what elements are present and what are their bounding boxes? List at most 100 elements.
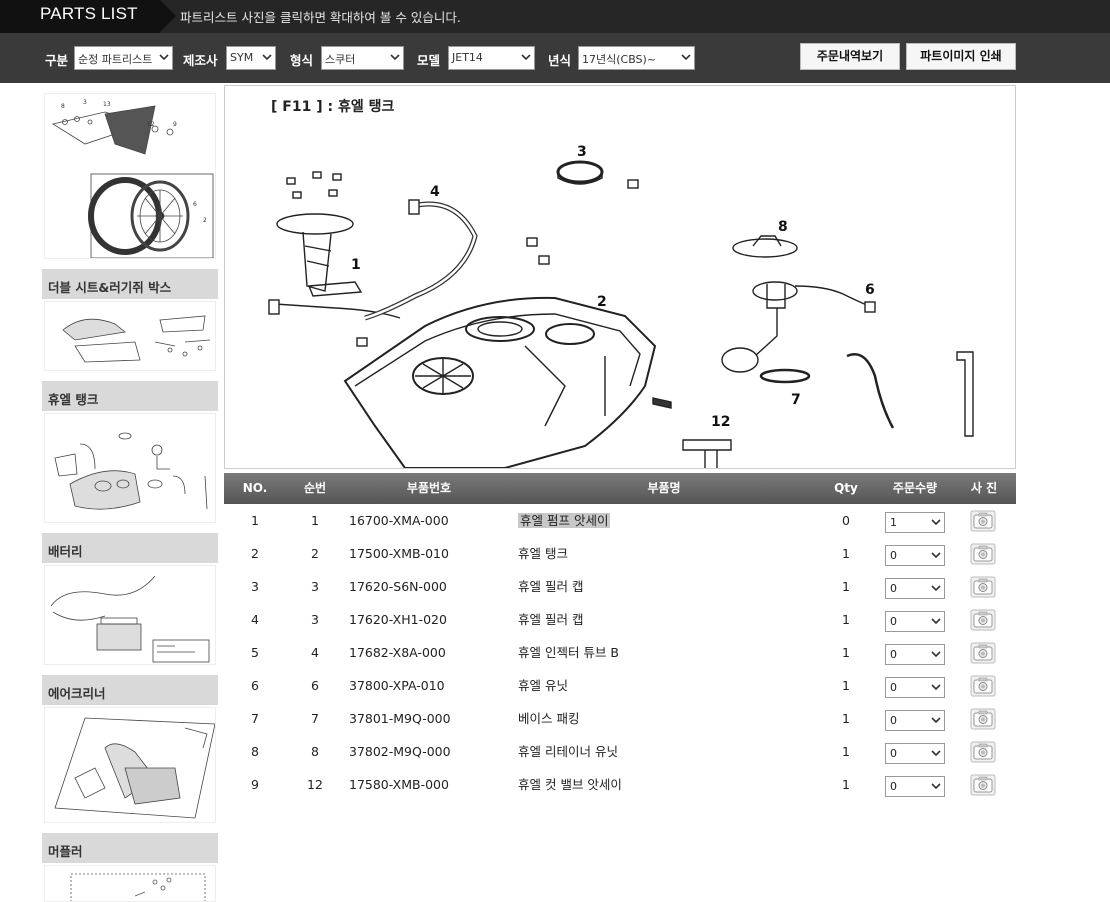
- sidebar-thumb-battery[interactable]: [44, 565, 216, 665]
- camera-icon[interactable]: [970, 543, 996, 565]
- row-part-name[interactable]: 휴엘 펌프 앗세이: [518, 504, 611, 537]
- sidebar-section-air-cleaner[interactable]: 에어크리너: [42, 675, 218, 705]
- order-qty-value: 0: [890, 747, 897, 760]
- row-seq: 2: [311, 546, 319, 561]
- row-part-name-text: 휴엘 필러 캡: [518, 612, 584, 627]
- chevron-down-icon: [931, 651, 941, 658]
- table-row: 6 6 37800-XPA-010 휴엘 유닛 1 0: [224, 669, 1016, 702]
- model-select[interactable]: JET14: [448, 46, 535, 70]
- order-qty-value: 0: [890, 780, 897, 793]
- row-qty: 1: [842, 678, 850, 693]
- order-qty-select[interactable]: 0: [885, 677, 945, 698]
- year-select[interactable]: 17년식(CBS)~: [578, 46, 695, 70]
- row-part-name[interactable]: 휴엘 탱크: [518, 537, 568, 570]
- callout-6: 6: [865, 282, 875, 298]
- maker-select[interactable]: SYM: [226, 46, 276, 70]
- row-no: 8: [251, 744, 259, 759]
- filter-label-maker: 제조사: [183, 53, 218, 68]
- filter-bar: 구분 순정 파트리스트 제조사 SYM 형식 스쿠터 모델 JET14 년식 1…: [0, 33, 1110, 83]
- air-cleaner-thumbnail: [54, 717, 215, 819]
- col-photo: 사 진: [970, 481, 998, 495]
- row-part-name-text: 휴엘 펌프 앗세이: [518, 513, 611, 528]
- order-qty-select[interactable]: 0: [885, 578, 945, 599]
- print-image-button[interactable]: 파트이미지 인쇄: [906, 43, 1016, 70]
- row-part-name[interactable]: 휴엘 리테이너 유닛: [518, 735, 618, 768]
- order-qty-value: 0: [890, 615, 897, 628]
- camera-icon[interactable]: [970, 774, 996, 796]
- order-qty-select[interactable]: 0: [885, 776, 945, 797]
- row-part-no: 17682-X8A-000: [349, 645, 446, 660]
- svg-text:2: 2: [203, 217, 207, 224]
- chevron-down-icon: [931, 585, 941, 592]
- row-part-no: 17500-XMB-010: [349, 546, 449, 561]
- sidebar-section-muffler[interactable]: 머플러: [42, 833, 218, 863]
- sidebar-thumb-seat[interactable]: [44, 301, 216, 371]
- camera-icon[interactable]: [970, 675, 996, 697]
- order-qty-select[interactable]: 0: [885, 644, 945, 665]
- order-history-button[interactable]: 주문내역보기: [800, 43, 900, 70]
- col-seq: 순번: [303, 481, 327, 495]
- order-qty-select[interactable]: 0: [885, 710, 945, 731]
- col-no: NO.: [242, 481, 268, 495]
- camera-icon[interactable]: [970, 708, 996, 730]
- table-row: 3 3 17620-S6N-000 휴엘 필러 캡 1 0: [224, 570, 1016, 603]
- table-row: 8 8 37802-M9Q-000 휴엘 리테이너 유닛 1 0: [224, 735, 1016, 768]
- order-qty-value: 0: [890, 681, 897, 694]
- row-part-name[interactable]: 휴엘 인젝터 튜브 B: [518, 636, 619, 669]
- order-qty-value: 0: [890, 582, 897, 595]
- table-header: NO. 순번 부품번호 부품명 Qty 주문수량 사 진: [224, 473, 1016, 504]
- row-no: 2: [251, 546, 259, 561]
- sidebar-section-battery[interactable]: 배터리: [42, 533, 218, 563]
- order-qty-select[interactable]: 0: [885, 545, 945, 566]
- order-qty-select[interactable]: 0: [885, 743, 945, 764]
- camera-icon[interactable]: [970, 741, 996, 763]
- row-no: 3: [251, 579, 259, 594]
- chevron-down-icon: [931, 618, 941, 625]
- row-part-name-text: 휴엘 리테이너 유닛: [518, 744, 618, 759]
- camera-icon[interactable]: [970, 510, 996, 532]
- row-part-name-text: 휴엘 컷 밸브 앗세이: [518, 777, 622, 792]
- sidebar-thumb-fuel-tank[interactable]: [44, 413, 216, 523]
- camera-icon[interactable]: [970, 576, 996, 598]
- camera-icon[interactable]: [970, 609, 996, 631]
- row-seq: 7: [311, 711, 319, 726]
- row-part-name[interactable]: 베이스 패킹: [518, 702, 579, 735]
- order-qty-value: 1: [890, 516, 897, 529]
- category-select[interactable]: 순정 파트리스트: [74, 46, 173, 70]
- sidebar-section-fuel-tank[interactable]: 휴엘 탱크: [42, 381, 218, 411]
- type-select-value: 스쿠터: [325, 53, 356, 66]
- sidebar-section-seat-luggage[interactable]: 더블 시트&러기쥐 박스: [42, 269, 218, 299]
- sidebar-thumb-muffler[interactable]: [44, 865, 216, 902]
- row-seq: 1: [311, 513, 319, 528]
- row-part-name[interactable]: 휴엘 필러 캡: [518, 570, 583, 603]
- row-qty: 1: [842, 744, 850, 759]
- maker-select-value: SYM: [230, 51, 254, 64]
- camera-icon[interactable]: [970, 642, 996, 664]
- table-row: 1 1 16700-XMA-000 휴엘 펌프 앗세이 0 1: [224, 504, 1016, 537]
- row-part-name[interactable]: 휴엘 유닛: [518, 669, 568, 702]
- row-qty: 0: [842, 513, 850, 528]
- svg-text:9: 9: [173, 121, 177, 128]
- row-part-name[interactable]: 휴엘 필러 캡: [518, 603, 583, 636]
- order-qty-value: 0: [890, 714, 897, 727]
- svg-text:12: 12: [147, 121, 155, 128]
- chevron-down-icon: [931, 750, 941, 757]
- table-row: 4 3 17620-XH1-020 휴엘 필러 캡 1 0: [224, 603, 1016, 636]
- row-qty: 1: [842, 546, 850, 561]
- chevron-down-icon: [931, 552, 941, 559]
- row-seq: 12: [307, 777, 323, 792]
- row-no: 1: [251, 513, 259, 528]
- chevron-down-icon: [390, 54, 400, 61]
- row-no: 6: [251, 678, 259, 693]
- order-qty-select[interactable]: 1: [885, 512, 945, 533]
- row-part-no: 17580-XMB-000: [349, 777, 449, 792]
- row-part-name[interactable]: 휴엘 컷 밸브 앗세이: [518, 768, 622, 801]
- parts-diagram[interactable]: [ F11 ] : 휴엘 탱크: [224, 85, 1016, 469]
- row-seq: 6: [311, 678, 319, 693]
- type-select[interactable]: 스쿠터: [321, 46, 404, 70]
- row-part-no: 17620-S6N-000: [349, 579, 447, 594]
- sidebar-thumb-air-cleaner[interactable]: [44, 707, 216, 823]
- order-qty-select[interactable]: 0: [885, 611, 945, 632]
